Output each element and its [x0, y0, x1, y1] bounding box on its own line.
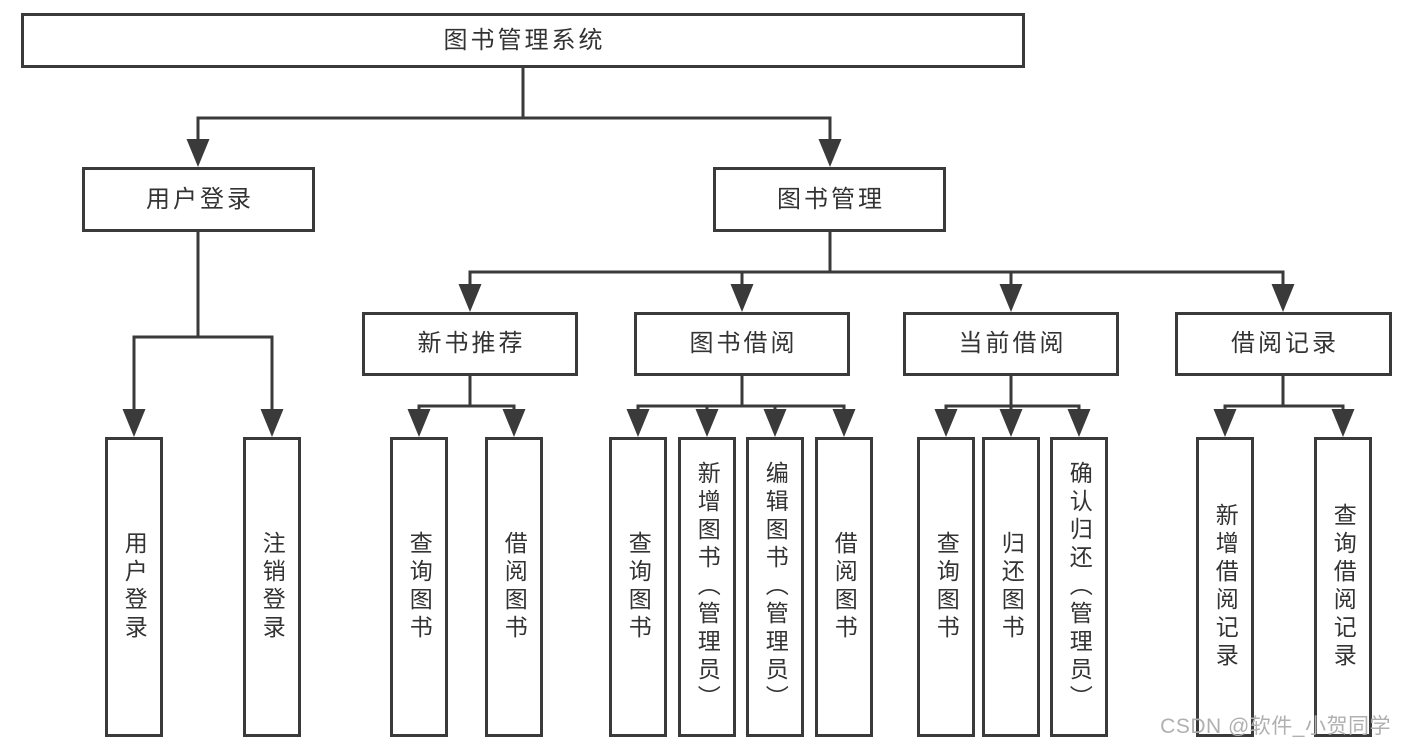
arrowhead-down-icon [999, 409, 1023, 437]
arrowhead-down-icon [818, 139, 842, 167]
arrowhead-down-icon [999, 284, 1023, 312]
arrowhead-down-icon [122, 409, 146, 437]
arrowhead-down-icon [626, 409, 650, 437]
arrowhead-down-icon [832, 409, 856, 437]
leaf-confirm-return-admin: 确认归还（管理员） [1050, 437, 1108, 737]
node-label: 用户登录 [121, 531, 148, 643]
arrowhead-down-icon [763, 409, 787, 437]
arrowhead-down-icon [730, 284, 754, 312]
node-label: 查询图书 [933, 531, 960, 643]
leaf-add-borrow-record: 新增借阅记录 [1196, 437, 1254, 737]
node-label: 注销登录 [259, 531, 286, 643]
leaf-query-books: 查询图书 [917, 437, 975, 737]
leaf-query-books: 查询图书 [390, 437, 448, 737]
node-new-book-recommendation: 新书推荐 [362, 312, 578, 376]
node-label: 图书借阅 [689, 330, 798, 357]
arrowhead-down-icon [260, 409, 284, 437]
arrowhead-down-icon [1213, 409, 1237, 437]
node-label: 借阅图书 [501, 531, 528, 643]
arrowhead-down-icon [502, 409, 526, 437]
connector-newbookrec-to-leaves [407, 374, 526, 437]
node-label: 图书管理 [777, 185, 885, 213]
leaf-return-books: 归还图书 [982, 437, 1040, 737]
node-book-management: 图书管理 [713, 167, 946, 232]
node-label: 确认归还（管理员） [1066, 461, 1093, 713]
arrowhead-down-icon [934, 409, 958, 437]
node-label: 新增图书（管理员） [694, 461, 721, 713]
arrowhead-down-icon [1271, 284, 1295, 312]
node-label: 借阅记录 [1231, 330, 1339, 357]
node-book-borrowing: 图书借阅 [634, 312, 850, 376]
node-label: 用户登录 [146, 185, 254, 213]
connector-root-to-level2 [186, 66, 842, 167]
leaf-query-books: 查询图书 [609, 437, 667, 737]
leaf-add-books-admin: 新增图书（管理员） [678, 437, 736, 737]
leaf-edit-books-admin: 编辑图书（管理员） [746, 437, 804, 737]
node-current-borrowing: 当前借阅 [903, 312, 1119, 376]
arrowhead-down-icon [1067, 409, 1091, 437]
node-label: 借阅图书 [831, 531, 858, 643]
leaf-query-borrow-record: 查询借阅记录 [1314, 437, 1372, 737]
arrowhead-down-icon [695, 409, 719, 437]
arrowhead-down-icon [458, 284, 482, 312]
leaf-borrow-books: 借阅图书 [815, 437, 873, 737]
node-label: 归还图书 [998, 531, 1025, 643]
csdn-watermark: CSDN @软件_小贺同学 [1160, 715, 1391, 738]
leaf-borrow-books: 借阅图书 [485, 437, 543, 737]
connector-bookborrow-to-leaves [626, 374, 856, 437]
node-borrowing-records: 借阅记录 [1175, 312, 1392, 376]
node-label: 新增借阅记录 [1212, 503, 1239, 671]
connector-userlogin-to-leaves [122, 230, 284, 437]
arrowhead-down-icon [407, 409, 431, 437]
leaf-logout: 注销登录 [243, 437, 301, 737]
connector-currentborrow-to-leaves [934, 374, 1091, 437]
node-label: 新书推荐 [417, 330, 526, 357]
node-label: 查询借阅记录 [1330, 503, 1357, 671]
node-label: 当前借阅 [958, 330, 1067, 357]
arrowhead-down-icon [1331, 409, 1355, 437]
node-library-management-system: 图书管理系统 [21, 13, 1025, 68]
node-label: 图书管理系统 [443, 26, 606, 54]
connector-borrowrecords-to-leaves [1213, 374, 1355, 437]
node-user-login: 用户登录 [82, 167, 315, 232]
arrowhead-down-icon [186, 139, 210, 167]
node-label: 查询图书 [406, 531, 433, 643]
node-label: 查询图书 [625, 531, 652, 643]
connector-bookmgmt-to-level3 [458, 230, 1295, 312]
leaf-user-login: 用户登录 [105, 437, 163, 737]
node-label: 编辑图书（管理员） [762, 461, 789, 713]
